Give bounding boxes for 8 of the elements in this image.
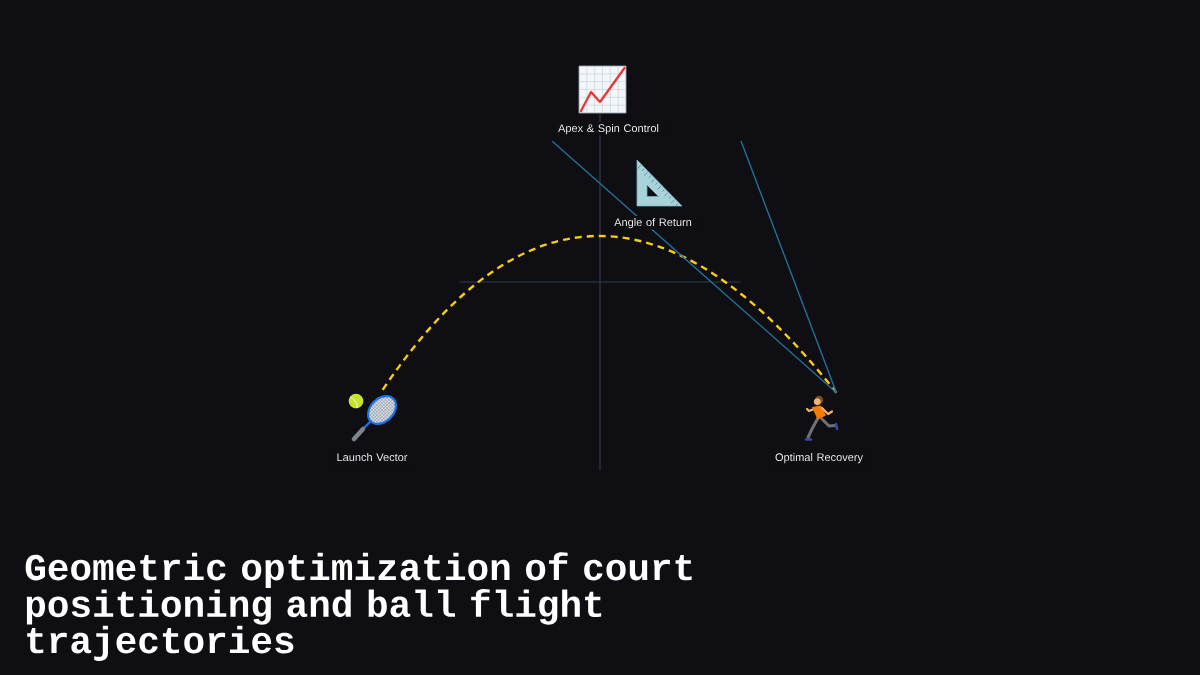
line [551, 140, 838, 394]
dashed-arc [381, 234, 838, 394]
icon-label: Angle of Return [614, 218, 692, 229]
icon-label: Launch Vector [337, 453, 408, 462]
line [740, 140, 838, 394]
icon-label: Apex & Spin Control [558, 124, 659, 135]
title: Geometric optimization of court positioning and ball flight trajectories [25, 552, 692, 661]
icon-label: Optimal Recovery [775, 453, 863, 464]
